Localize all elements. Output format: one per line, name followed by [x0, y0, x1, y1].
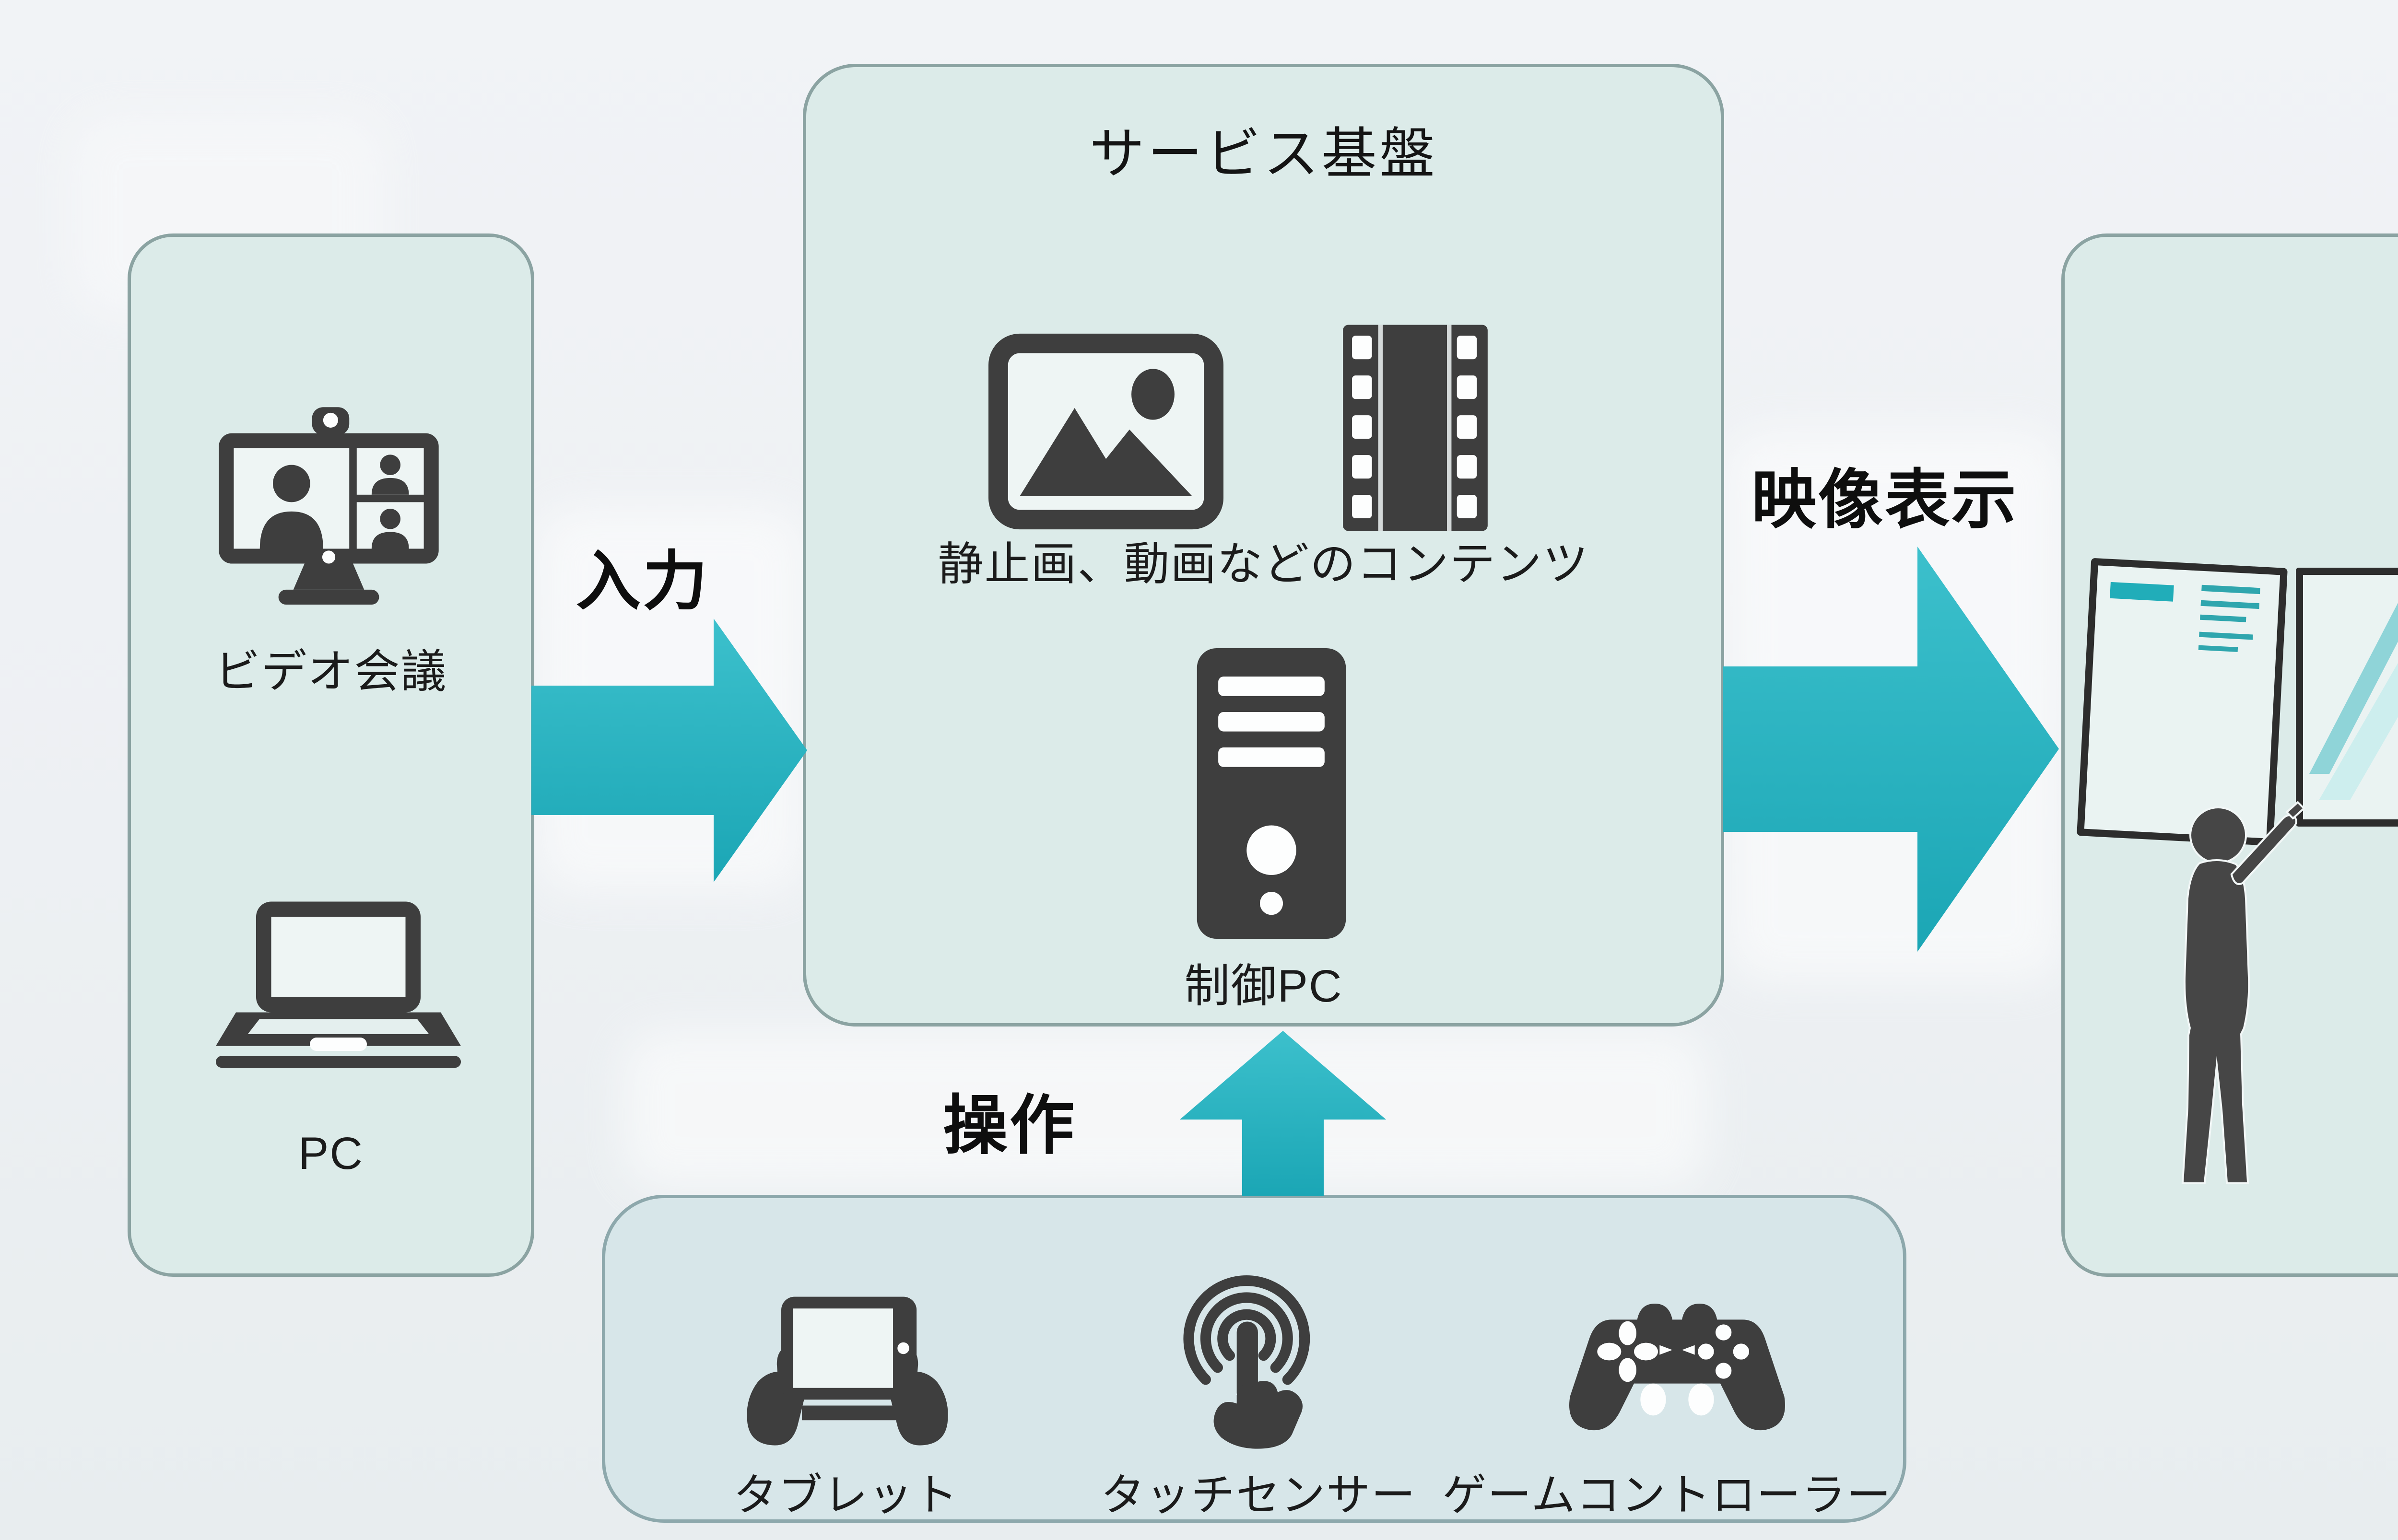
- laptop-icon: [216, 901, 461, 1068]
- game-controller-icon: [1569, 1304, 1785, 1431]
- service-platform-panel: サービス基盤 静止画、動画などのコンテンツ: [803, 64, 1724, 1027]
- wall-screen-left: [2077, 558, 2288, 846]
- tablet-icon: [747, 1296, 948, 1446]
- video-conference-icon: [219, 407, 439, 605]
- video-wall-scene: [2077, 558, 2398, 1184]
- background-highlight: [623, 1031, 1707, 1189]
- control-pc-label: 制御PC: [1184, 961, 1343, 1012]
- operate-arrow: [1180, 1031, 1386, 1196]
- image-icon: [988, 333, 1223, 530]
- film-icon: [1343, 325, 1488, 531]
- service-platform-title: サービス基盤: [1089, 123, 1438, 185]
- touch-sensor-label: タッチセンサー: [1100, 1471, 1417, 1520]
- pc-label: PC: [298, 1128, 364, 1179]
- video-display-panel: [2061, 233, 2398, 1277]
- input-arrow: [531, 618, 807, 882]
- person-silhouette-pointing: [2181, 801, 2305, 1184]
- video-conference-label: ビデオ会議: [214, 646, 447, 697]
- input-arrow-label: 入力: [576, 545, 709, 618]
- touch-sensor-icon: [1183, 1275, 1310, 1449]
- display-arrow-label: 映像表示: [1751, 464, 2018, 536]
- display-arrow: [1723, 547, 2059, 952]
- operation-devices-panel: タブレット タッチセンサー: [602, 1195, 1906, 1523]
- game-controller-label: ゲームコントローラー: [1442, 1471, 1892, 1520]
- wall-screen-center: [2296, 568, 2398, 827]
- tablet-label: タブレット: [733, 1471, 959, 1520]
- control-pc-icon: [1197, 648, 1346, 939]
- operate-arrow-label: 操作: [943, 1089, 1076, 1162]
- input-sources-panel: ビデオ会議 PC: [128, 233, 534, 1277]
- content-caption: 静止画、動画などのコンテンツ: [938, 539, 1589, 590]
